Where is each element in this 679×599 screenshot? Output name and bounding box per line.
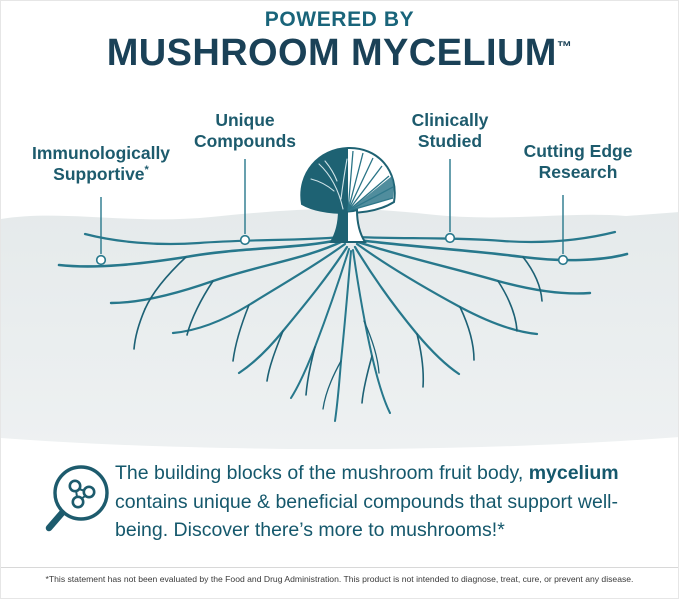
description-part1: The building blocks of the mushroom frui… — [115, 462, 529, 484]
callout-label-line1: Cutting Edge — [523, 141, 633, 161]
description-text: The building blocks of the mushroom frui… — [115, 459, 663, 545]
description-part2: contains unique & beneficial compounds t… — [115, 490, 618, 542]
callout-dot — [444, 232, 456, 244]
callout-clinically-studied: Clinically Studied — [412, 110, 489, 153]
fda-disclaimer: *This statement has not been evaluated b… — [45, 574, 634, 584]
powered-by-label: POWERED BY — [264, 8, 415, 31]
footnote-asterisk: * — [144, 164, 149, 177]
callout-label-line1: Unique — [215, 110, 275, 130]
callout-label-line1: Clinically — [411, 110, 489, 130]
soil-band — [1, 208, 678, 450]
callout-unique-compounds: Unique Compounds — [194, 110, 296, 153]
page-title: MUSHROOM MYCELIUM™ — [1, 32, 678, 75]
callout-label-line2: Supportive* — [53, 164, 149, 185]
mushroom-mycelium-roots-illustration — [1, 146, 678, 450]
title-text: MUSHROOM MYCELIUM — [106, 32, 557, 74]
callout-dot — [557, 254, 569, 266]
description-bold-mycelium: mycelium — [528, 462, 619, 484]
callout-dot — [95, 254, 107, 266]
callout-lines — [100, 159, 564, 254]
callout-label-line2: Compounds — [193, 131, 297, 152]
callout-immunologically-supportive: Immunologically Supportive* — [32, 143, 170, 186]
mycelium-roots — [57, 230, 629, 422]
callout-label-line1: Immunologically — [31, 143, 171, 163]
trademark-symbol: ™ — [556, 38, 573, 56]
mushroom-illustration — [300, 146, 396, 243]
callout-dot — [239, 234, 251, 246]
magnifying-glass-molecule-icon — [45, 465, 109, 532]
footer-divider — [1, 567, 678, 568]
callout-label-line2: Studied — [417, 131, 483, 152]
callout-dots — [95, 232, 569, 266]
callout-cutting-edge-research: Cutting Edge Research — [524, 141, 633, 184]
callout-label-line2: Research — [538, 162, 618, 183]
